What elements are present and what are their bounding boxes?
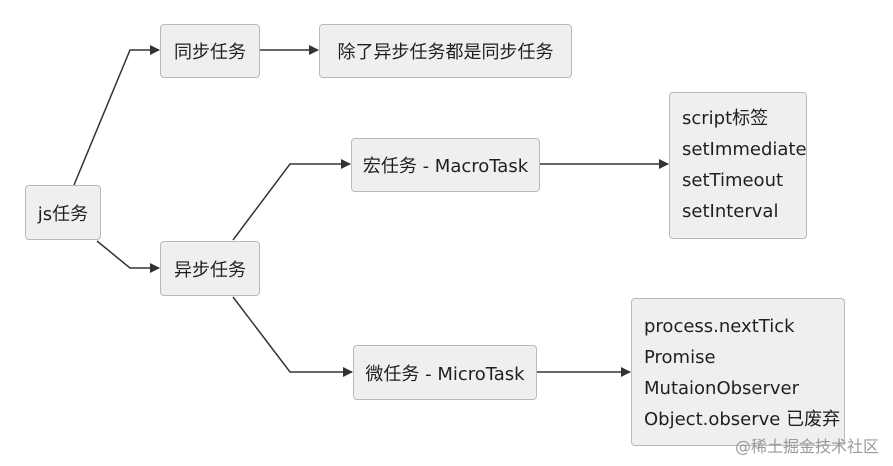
root-node: js任务 [25,185,101,240]
microtask-item: MutaionObserver [644,378,800,399]
sync-desc-label: 除了异步任务都是同步任务 [337,42,554,63]
root-label: js任务 [37,203,89,225]
edge-async-to-micro [232,296,353,377]
microtask-node: 微任务 - MicroTask [353,345,537,400]
macrotask-item: setInterval [682,201,779,222]
async-task-label: 异步任务 [174,259,246,281]
macrotask-node: 宏任务 - MacroTask [351,138,540,192]
macrotask-item: script标签 [682,108,769,129]
microtask-item: Promise [644,347,716,368]
microtask-item: process.nextTick [644,316,795,337]
sync-task-node: 同步任务 [160,24,260,78]
macrotask-item: setImmediate [682,139,807,160]
edge-root-to-sync [73,45,160,186]
async-task-node: 异步任务 [160,241,260,296]
microtask-list-node: process.nextTick Promise MutaionObserver… [631,298,845,446]
macrotask-label: 宏任务 - MacroTask [362,156,529,177]
microtask-label: 微任务 - MicroTask [365,363,525,385]
sync-desc-node: 除了异步任务都是同步任务 [319,24,572,78]
macrotask-item: setTimeout [682,170,784,191]
edge-root-to-async [96,240,160,273]
microtask-item: Object.observe 已废弃 [644,409,841,430]
sync-task-label: 同步任务 [174,42,246,63]
edge-async-to-macro [232,159,351,241]
macrotask-list-node: script标签 setImmediate setTimeout setInte… [669,92,807,239]
watermark: @稀土掘金技术社区 [734,437,879,456]
